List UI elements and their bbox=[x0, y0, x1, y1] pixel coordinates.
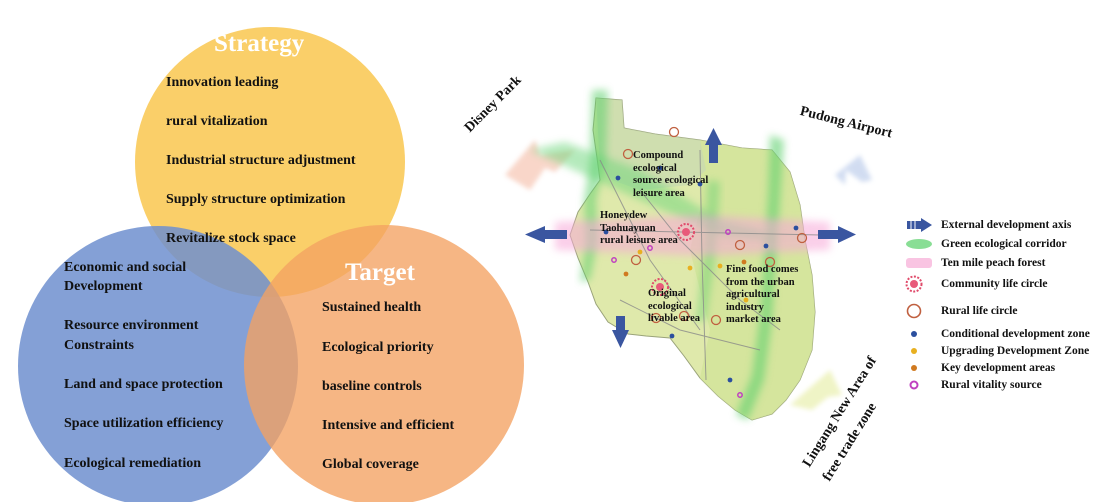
legend-item-community-circle: Community life circle bbox=[905, 275, 1047, 293]
vitality-ring-icon bbox=[905, 376, 933, 394]
legend-item-external-axis: External development axis bbox=[905, 216, 1071, 234]
venn-diagram bbox=[18, 27, 524, 502]
strategy-title: Strategy bbox=[214, 30, 305, 57]
community-circle-1 bbox=[677, 223, 695, 241]
original-area-label: Original ecological livable area bbox=[648, 288, 701, 324]
legend-item-key-areas: Key development areas bbox=[905, 359, 1055, 377]
key-dot-icon bbox=[905, 359, 933, 377]
legend-item-upgrading-zone: Upgrading Development Zone bbox=[905, 342, 1089, 360]
target-item-5: Global coverage bbox=[322, 457, 419, 472]
strategy-circle bbox=[135, 27, 405, 297]
base-circle bbox=[18, 226, 298, 502]
base-item-1: Economic and social bbox=[64, 260, 187, 275]
external-axis-vertical bbox=[612, 128, 722, 348]
legend-item-green-corridor: Green ecological corridor bbox=[905, 235, 1067, 253]
community-circle-2 bbox=[651, 278, 669, 296]
road-network bbox=[589, 149, 821, 381]
upgrading-dot-icon bbox=[905, 342, 933, 360]
base-item-7: Ecological remediation bbox=[64, 456, 201, 471]
base-item-2: Development bbox=[64, 279, 143, 294]
strategy-item-3: Industrial structure adjustment bbox=[166, 153, 356, 168]
target-item-1: Sustained health bbox=[322, 300, 422, 315]
target-item-4: Intensive and efficient bbox=[322, 418, 455, 433]
community-circle-1-core bbox=[682, 228, 690, 236]
target-item-3: baseline controls bbox=[322, 379, 422, 394]
legend-item-peach-forest: Ten mile peach forest bbox=[905, 254, 1045, 272]
base-item-5: Land and space protection bbox=[64, 377, 223, 392]
green-corridor-east bbox=[736, 135, 784, 420]
external-axis-horizontal bbox=[525, 226, 856, 243]
external-axis-icon bbox=[905, 216, 933, 234]
rural-circles bbox=[622, 126, 808, 326]
honeydew-area-label: Honeydew Taohuayuan rural leisure area bbox=[600, 210, 678, 246]
rural-circle-icon bbox=[905, 302, 933, 320]
green-corridor-icon bbox=[905, 235, 933, 253]
compound-area-label: Compound ecological source ecological le… bbox=[633, 150, 709, 199]
east-district bbox=[690, 140, 815, 420]
base-item-3: Resource environment bbox=[64, 318, 199, 333]
base-item-4: Constraints bbox=[64, 338, 135, 353]
strategy-item-1: Innovation leading bbox=[166, 75, 279, 90]
base-item-6: Space utilization efficiency bbox=[64, 416, 224, 431]
legend-item-vitality-source: Rural vitality source bbox=[905, 376, 1042, 394]
development-dots bbox=[603, 165, 799, 398]
finefood-area-label: Fine food comes from the urban agricultu… bbox=[726, 264, 799, 325]
planning-map bbox=[505, 90, 872, 421]
legend-item-conditional-zone: Conditional development zone bbox=[905, 325, 1090, 343]
lingang-arrow bbox=[790, 370, 842, 410]
strategy-item-2: rural vitalization bbox=[166, 114, 268, 129]
pudong-arrow bbox=[835, 155, 872, 185]
target-item-2: Ecological priority bbox=[322, 340, 434, 355]
strategy-item-5: Revitalize stock space bbox=[166, 231, 296, 246]
target-title: Target bbox=[345, 259, 415, 286]
legend-item-rural-circle: Rural life circle bbox=[905, 302, 1017, 320]
strategy-item-4: Supply structure optimization bbox=[166, 192, 346, 207]
target-circle bbox=[244, 225, 524, 502]
community-circle-icon bbox=[905, 275, 933, 293]
conditional-dot-icon bbox=[905, 325, 933, 343]
community-circle-2-core bbox=[656, 283, 664, 291]
peach-forest-icon bbox=[905, 254, 933, 272]
